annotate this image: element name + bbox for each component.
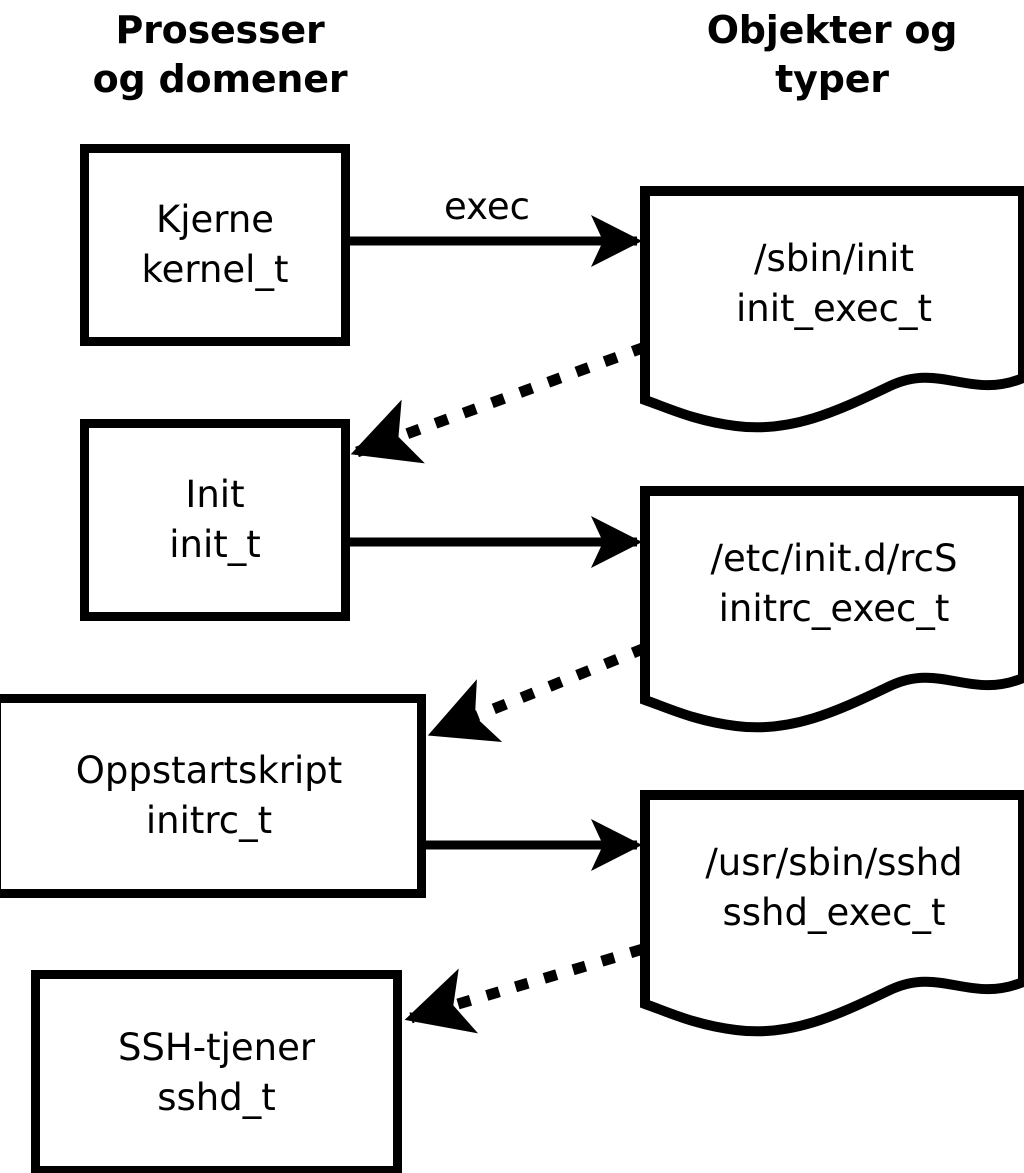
- process-box-init[interactable]: Init init_t: [80, 419, 350, 621]
- object-doc-init-exec[interactable]: /sbin/init init_exec_t: [640, 186, 1024, 436]
- edge-rcs-transition: [427, 642, 648, 743]
- column-heading-processes: Prosesser og domener: [92, 8, 348, 101]
- process-box-initrc[interactable]: Oppstartskript initrc_t: [0, 694, 426, 898]
- edge-label-exec: exec: [444, 185, 530, 228]
- edge-sshd-transition: [404, 943, 645, 1034]
- process-type-kernel: kernel_t: [141, 248, 289, 291]
- process-box-kernel[interactable]: Kjerne kernel_t: [80, 144, 350, 346]
- process-name-sshd: SSH-tjener: [117, 1025, 316, 1069]
- object-doc-initrc-exec[interactable]: /etc/init.d/rcS initrc_exec_t: [640, 486, 1024, 736]
- process-name-initrc: Oppstartskript: [75, 749, 343, 793]
- process-type-sshd: sshd_t: [157, 1075, 276, 1119]
- column-heading-objects: Objekter og typer: [706, 8, 958, 101]
- object-doc-sshd-exec[interactable]: /usr/sbin/sshd sshd_exec_t: [640, 790, 1024, 1040]
- process-box-sshd[interactable]: SSH-tjener sshd_t: [31, 970, 402, 1173]
- edge-init-exec-transition: [350, 341, 647, 464]
- process-name-init: Init: [185, 473, 245, 517]
- process-type-initrc: initrc_t: [145, 799, 273, 842]
- process-name-kernel: Kjerne: [155, 198, 275, 242]
- process-type-init: init_t: [169, 523, 261, 566]
